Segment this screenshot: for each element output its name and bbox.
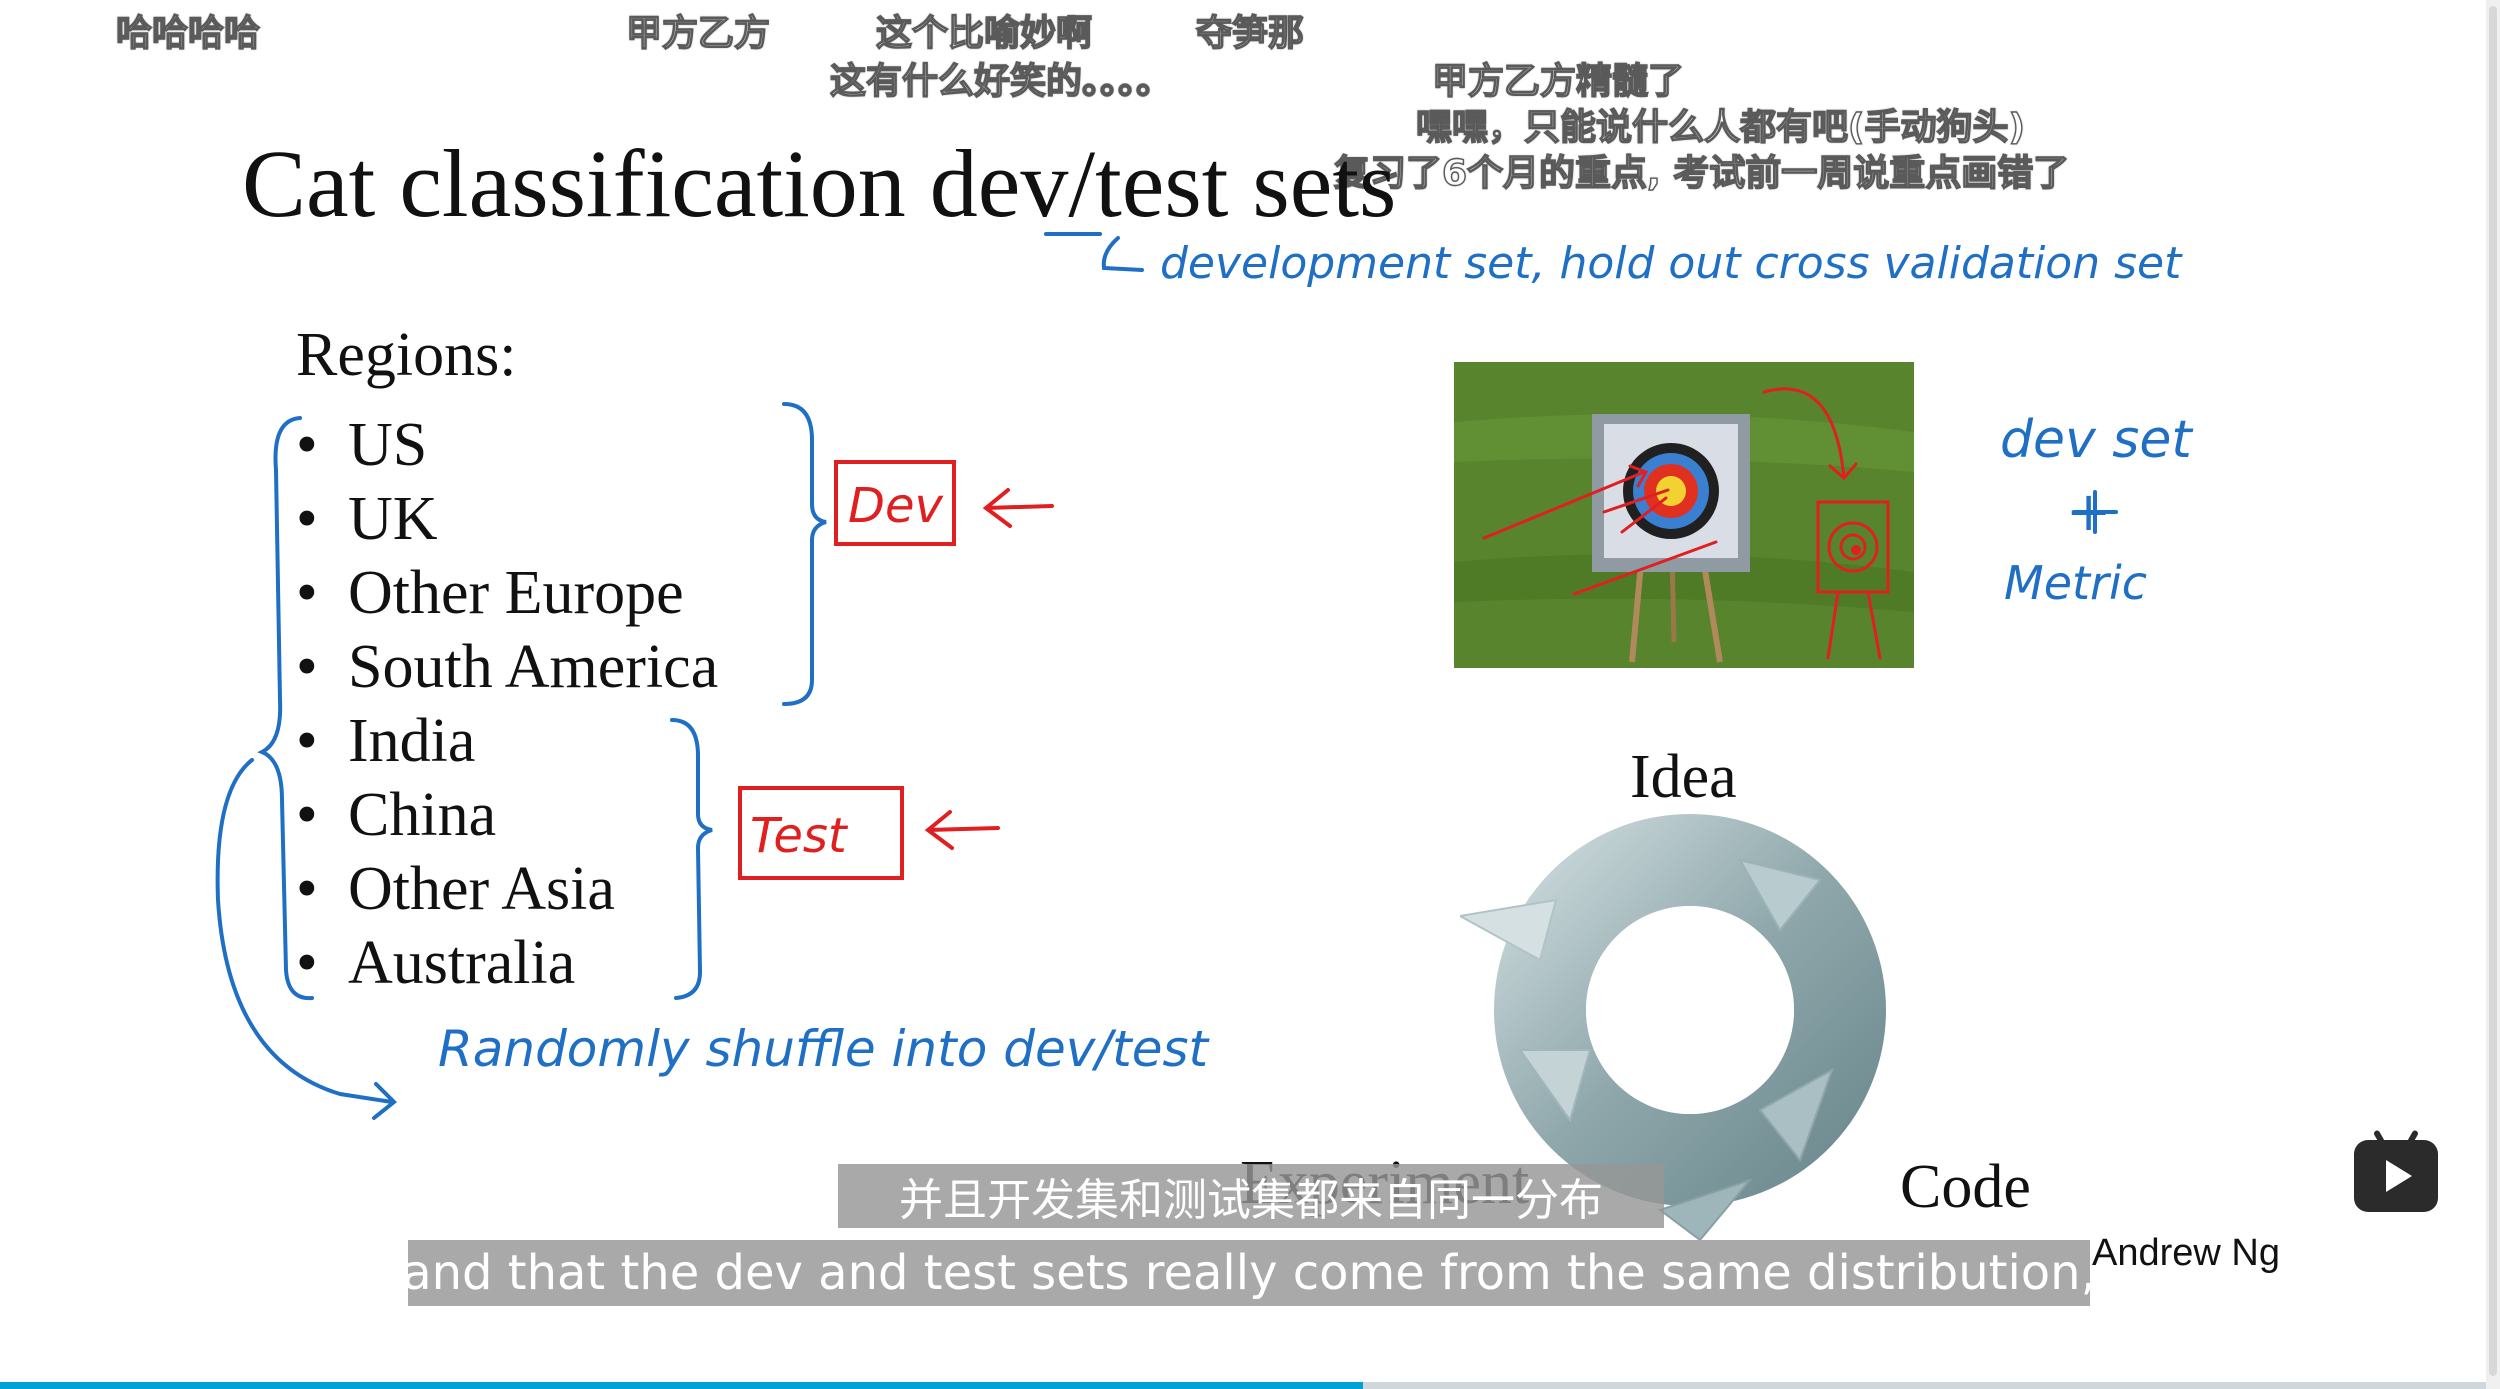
handwritten-dev-set-note: dev set (2000, 410, 2192, 470)
danmaku-comment: 甲方乙方精髓了 (1431, 60, 1685, 102)
cycle-label-code: Code (1900, 1153, 2031, 1221)
bullet-icon: • (296, 485, 318, 553)
bullet-icon: • (296, 411, 318, 479)
dev-hook-stroke (1101, 236, 1144, 272)
handwritten-plus-sign: + (2066, 480, 2112, 543)
danmaku-comment: 夺笋那 (1195, 12, 1305, 54)
page-scrollbar-thumb[interactable] (2489, 6, 2497, 1376)
slide-author: Andrew Ng (2092, 1232, 2280, 1274)
regions-heading: Regions: (296, 321, 517, 389)
danmaku-comment: 哈哈哈哈 (115, 12, 261, 54)
region-item: •China (296, 781, 497, 849)
region-item: •Other Asia (296, 855, 615, 923)
progress-bar[interactable] (0, 1382, 2500, 1389)
dev-arrow (982, 488, 1054, 528)
subtitle-english: and that the dev and test sets really co… (402, 1240, 2096, 1306)
shuffle-arrowhead (372, 1082, 397, 1120)
tv-play-icon[interactable] (2354, 1140, 2438, 1212)
idea-code-experiment-cycle-diagram (1460, 814, 1886, 1240)
test-arrow (924, 810, 1000, 850)
progress-bar-fill (0, 1382, 1363, 1389)
handwritten-dev-label: Dev (848, 478, 943, 534)
region-item: •US (296, 411, 428, 479)
region-item: •Australia (296, 929, 576, 997)
region-item: •UK (296, 485, 438, 553)
test-group-brace (670, 718, 713, 1000)
page-scrollbar[interactable] (2486, 0, 2500, 1389)
test-box (738, 786, 904, 880)
danmaku-comment: 这有什么好笑的。。。。 (829, 60, 1173, 102)
handwritten-test-label: Test (750, 808, 847, 864)
cycle-label-idea: Idea (1630, 743, 1737, 811)
play-triangle-icon (2386, 1160, 2412, 1192)
danmaku-comment: 这个比喻妙啊 (875, 12, 1093, 54)
danmaku-comment: 嘿嘿，只能说什么人都有吧(手动狗头) (1415, 106, 2025, 148)
bullet-icon: • (296, 929, 318, 997)
bullet-icon: • (296, 781, 318, 849)
handwritten-shuffle-note: Randomly shuffle into dev/test (438, 1020, 1209, 1078)
left-brace (257, 416, 314, 1001)
danmaku-comment: 复习了6个月的重点, 考试前一周说重点画错了 (1333, 152, 2070, 194)
handwritten-dev-definition: development set, hold out cross validati… (1160, 238, 2182, 289)
danmaku-comment: 甲方乙方 (625, 12, 771, 54)
subtitle-chinese: 并且开发集和测试集都来自同一分布 (838, 1164, 1664, 1228)
dev-box (834, 460, 956, 546)
shuffle-curve (215, 758, 394, 1104)
handwritten-metric-note: Metric (2004, 556, 2148, 610)
region-item: •South America (296, 633, 719, 701)
bullet-icon: • (296, 559, 318, 627)
dev-group-brace (782, 402, 827, 706)
bullet-icon: • (296, 633, 318, 701)
bullet-icon: • (296, 855, 318, 923)
slide-title: Cat classification dev/test sets (242, 130, 1397, 237)
bullet-icon: • (296, 707, 318, 775)
region-item: •India (296, 707, 476, 775)
archery-target-photo (1454, 362, 1914, 668)
region-item: •Other Europe (296, 559, 684, 627)
